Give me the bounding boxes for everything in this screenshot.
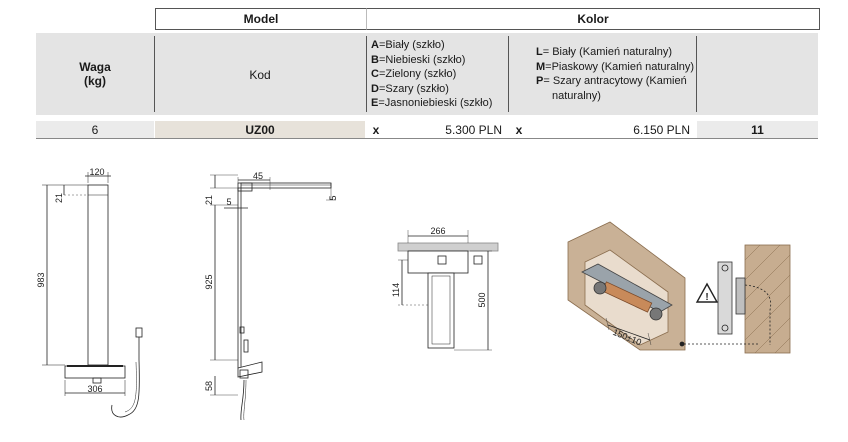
row-mark-2: x [515,122,523,137]
dim-box-depth: 500 [477,292,487,307]
list-item: E=Jasnoniebieski (szkło) [371,97,493,109]
front-view-drawing [42,172,143,418]
list-item: A=Biały (szkło) [371,39,445,51]
dim-side-arm: 45 [253,171,263,181]
divider [508,36,509,112]
dim-box-width: 266 [430,226,445,236]
list-item: M=Piaskowy (Kamień naturalny) [536,60,695,73]
dim-front-base-width: 306 [87,384,102,394]
side-view-drawing [210,174,336,421]
dim-side-offset: 5 [226,197,231,207]
row-price-1: 5.300 PLN [445,122,502,137]
warning-icon: ! [705,292,708,303]
list-item: C=Zielony (szkło) [371,68,457,80]
divider [366,36,367,112]
list-item: naturalny) [552,89,601,102]
cropped-top-text [0,0,848,4]
dim-front-top-gap: 21 [54,193,64,203]
row-waga: 6 [36,121,154,138]
box-section-drawing [397,230,499,351]
row-mark-1: x [372,122,380,137]
dim-side-height: 925 [204,274,214,289]
dim-box-inner: 114 [391,283,401,297]
stone-color-list: L= Biały (Kamień naturalny) M=Piaskowy (… [536,45,694,103]
dim-mount-spacing: 150±10 [611,327,643,347]
row-kod: UZ00 [155,121,365,138]
row-price-2: 6.150 PLN [633,122,690,137]
waga-label: Waga [79,60,111,74]
dim-side-right: 5 [328,195,338,200]
list-item: B=Niebieski (szkło) [371,53,466,66]
divider [154,36,155,112]
column-kod: Kod [249,68,271,82]
waga-unit: (kg) [84,74,106,88]
dim-front-height: 983 [36,272,46,287]
column-waga: Waga (kg) [36,60,154,88]
header-kolor: Kolor [366,8,820,30]
column-header-block [36,33,818,115]
list-item: D=Szary (szkło) [371,82,449,95]
row-last: 11 [697,121,818,138]
header-model: Model [155,8,366,30]
divider [696,36,697,112]
installation-view-drawing [567,221,791,354]
dim-side-base: 58 [204,381,214,391]
glass-color-list: A=Biały (szkło) B=Niebieski (szkło) C=Zi… [371,38,492,111]
list-item: P= Szary antracytowy (Kamień [536,75,687,87]
row-divider [36,138,818,139]
dim-side-top-gap: 21 [204,195,214,205]
dim-front-width-top: 120 [89,167,104,177]
list-item: L= Biały (Kamień naturalny) [536,46,673,58]
